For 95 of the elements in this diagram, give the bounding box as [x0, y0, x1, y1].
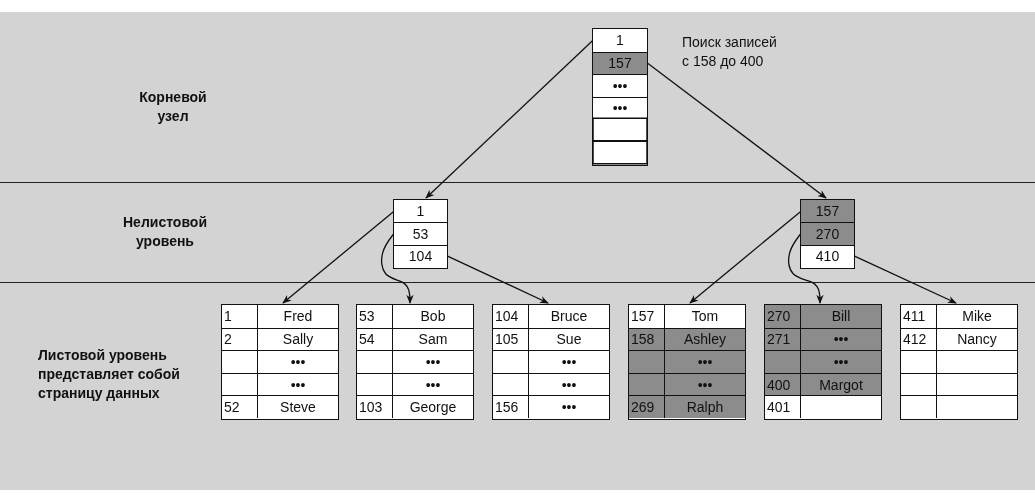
key-value: 53: [411, 225, 430, 244]
record-name: •••: [696, 353, 714, 372]
record-name: Sam: [417, 330, 449, 350]
arrow: [446, 255, 549, 304]
record-name: •••: [560, 375, 578, 395]
key-row: [801, 200, 854, 223]
record-key: 156: [493, 396, 529, 418]
record-key: 53: [357, 305, 393, 328]
record-name: Tom: [690, 307, 720, 327]
key-value: •••: [611, 99, 629, 119]
table-row: [493, 372, 609, 396]
record-name: Mike: [961, 307, 993, 327]
table-row: [222, 350, 338, 373]
level-label: Корневой узел: [138, 88, 208, 126]
key-row: [593, 51, 647, 74]
table-row: [901, 350, 1017, 373]
record-name: Ashley: [683, 330, 727, 350]
record-key: 411: [901, 305, 937, 328]
table-row: [765, 372, 881, 396]
data-page: [900, 304, 1018, 420]
arrow: [282, 210, 395, 304]
record-name: Margot: [818, 375, 864, 395]
arrow: [787, 232, 824, 304]
record-name: Bill: [830, 307, 852, 327]
data-page: [221, 304, 339, 420]
table-row: [222, 327, 338, 351]
table-row: [765, 305, 881, 328]
record-name: •••: [289, 375, 307, 395]
record-name: Ralph: [685, 398, 725, 418]
record-key: 52: [222, 396, 258, 418]
key-row: [801, 222, 854, 245]
record-name: •••: [560, 353, 578, 372]
table-row: [493, 350, 609, 373]
record-name: •••: [424, 375, 442, 395]
data-page: [764, 304, 882, 420]
table-row: [357, 327, 473, 351]
arrow: [853, 255, 957, 304]
record-key: 103: [357, 396, 393, 418]
record-name: Sue: [555, 330, 583, 350]
table-row: [222, 372, 338, 396]
key-value: •••: [611, 76, 629, 96]
table-row: [629, 327, 745, 351]
table-row: [765, 350, 881, 373]
record-name: •••: [424, 353, 442, 372]
table-row: [765, 327, 881, 351]
table-row: [357, 372, 473, 396]
table-row: [222, 395, 338, 418]
table-row: [901, 395, 1017, 418]
table-row: [901, 372, 1017, 396]
record-name: Steve: [279, 398, 317, 418]
table-row: [765, 395, 881, 418]
record-key: 104: [493, 305, 529, 328]
record-name: Sally: [281, 330, 315, 350]
key-value: 1: [615, 31, 625, 51]
table-row: [629, 350, 745, 373]
table-row: [357, 350, 473, 373]
key-value: 104: [407, 247, 434, 267]
table-row: [629, 372, 745, 396]
key-value: 157: [607, 54, 633, 74]
record-name: •••: [696, 375, 714, 395]
annotation-text: Поиск записей с 158 до 400: [682, 33, 778, 71]
record-name: •••: [289, 353, 307, 372]
record-key: 1: [222, 305, 258, 328]
table-row: [493, 395, 609, 418]
arrow: [646, 62, 827, 199]
arrow: [425, 39, 594, 199]
data-page: [492, 304, 610, 420]
table-row: [493, 327, 609, 351]
record-name: •••: [832, 330, 850, 350]
table-row: [357, 395, 473, 418]
arrow: [380, 232, 414, 304]
record-name: Nancy: [956, 330, 998, 350]
record-name: Bob: [419, 307, 447, 327]
record-name: George: [408, 398, 458, 418]
table-row: [629, 395, 745, 418]
key-value: 270: [814, 225, 841, 244]
record-name: Bruce: [549, 307, 589, 327]
record-key: 269: [629, 396, 665, 418]
record-name: Fred: [282, 307, 314, 327]
arrow: [689, 210, 802, 304]
key-value: 410: [814, 247, 841, 267]
data-page: [356, 304, 474, 420]
record-name: •••: [832, 353, 850, 372]
level-label: Листовой уровень представляет собой страницу данных: [38, 346, 181, 403]
level-label: Нелистовой уровень: [122, 213, 208, 251]
record-key: 157: [629, 305, 665, 328]
index-page: [592, 28, 648, 166]
record-name: •••: [560, 398, 578, 418]
key-value: 157: [814, 202, 841, 222]
data-page: [628, 304, 746, 420]
record-key: 270: [765, 305, 801, 328]
key-value: 1: [415, 202, 426, 222]
index-page: [800, 199, 855, 269]
table-row: [901, 327, 1017, 351]
index-page: [393, 199, 448, 269]
